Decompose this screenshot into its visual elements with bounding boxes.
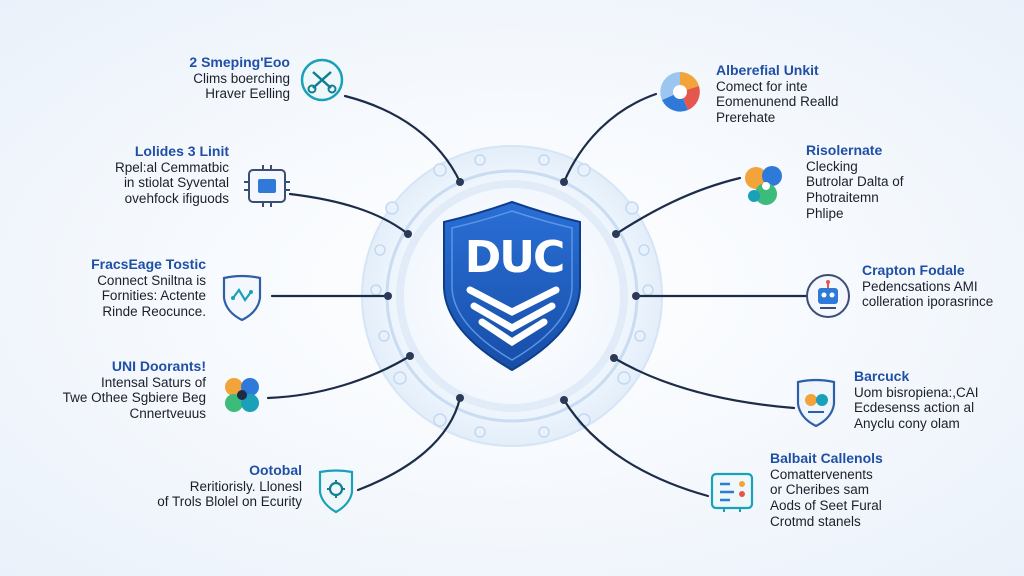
node-title: Lolides 3 Linit	[134, 143, 229, 159]
hub-glow-ring	[396, 180, 628, 412]
node-left-2: Lolides 3 Linit Rpel:al Cemmatbic in sti…	[115, 143, 229, 207]
node-right-4: Barcuck Uom bisropiena:,CAI Ecdesenss ac…	[854, 368, 979, 432]
node-right-1: Alberefial Unkit Comect for inte Eomenun…	[716, 62, 838, 126]
node-line: Phlipe	[806, 206, 844, 222]
pie-chart-icon	[660, 72, 700, 112]
shield-brain-icon	[796, 378, 836, 428]
node-right-3: Crapton Fodale Pedencsations AMI collera…	[862, 262, 993, 310]
shield-gear-icon	[318, 469, 354, 514]
node-line: Twe Othee Sgbiere Beg	[62, 390, 206, 406]
circuit-board-icon	[244, 165, 290, 207]
checklist-screen-icon	[710, 472, 754, 512]
node-line: Intensal Saturs of	[100, 374, 206, 390]
node-title: Barcuck	[854, 368, 910, 384]
wire-right-5	[562, 398, 710, 498]
wire-right-1	[562, 92, 658, 184]
ring-dots	[370, 154, 654, 438]
node-title: Ootobal	[249, 462, 302, 478]
node-line: Clecking	[806, 158, 858, 174]
node-title: Balbait Callenols	[770, 450, 883, 466]
node-line: or Cheribes sam	[770, 482, 870, 498]
node-title: FracsEage Tostic	[91, 256, 206, 272]
node-line: Photraitemn	[806, 190, 879, 206]
node-title: Risolernate	[806, 142, 883, 158]
node-line: Prerehate	[716, 110, 776, 126]
node-right-2: Risolernate Clecking Butrolar Dalta of P…	[806, 142, 904, 222]
node-line: Butrolar Dalta of	[806, 174, 904, 190]
node-left-3: FracsEage Tostic Connect Sniltna is Forn…	[91, 256, 206, 320]
node-line: Uom bisropiena:,CAI	[854, 384, 979, 400]
node-line: Rpel:al Cemmatbic	[114, 159, 229, 175]
node-line: Cnnertveuus	[129, 406, 206, 422]
node-title: Alberefial Unkit	[716, 62, 819, 78]
shield-label: DUC	[464, 232, 566, 283]
node-left-4: UNI Doorants! Intensal Saturs of Twe Oth…	[63, 358, 206, 422]
node-line: colleration iporasrince	[862, 294, 994, 310]
node-right-5: Balbait Callenols Comattervenents or Che…	[770, 450, 883, 530]
node-line: Fornities: Actente	[101, 288, 206, 304]
node-line: Rinde Reocunce.	[102, 304, 206, 320]
node-line: Hraver Eelling	[205, 86, 290, 102]
shield-icon	[443, 200, 581, 372]
node-line: Clims boerching	[193, 70, 290, 86]
wire-right-4	[612, 356, 796, 410]
node-title: UNI Doorants!	[111, 358, 206, 374]
node-left-5: Ootobal Reritiorisly. Llonesl of Trols B…	[157, 462, 302, 510]
node-line: Aods of Seet Fural	[770, 498, 882, 514]
node-line: Comattervenents	[770, 466, 873, 482]
node-title: 2 Smeping'Eoo	[189, 54, 290, 70]
node-line: Eomenunend Realld	[716, 94, 839, 110]
node-line: Reritiorisly. Llonesl	[189, 478, 302, 494]
node-title: Crapton Fodale	[862, 262, 965, 278]
wire-endpoints	[384, 178, 640, 404]
node-line: of Trols Blolel on Ecurity	[157, 494, 302, 510]
people-puzzle-icon	[745, 166, 782, 205]
node-line: in stiolat Syvental	[123, 175, 229, 191]
scissors-icon	[300, 58, 344, 102]
node-left-1: 2 Smeping'Eoo Clims boerching Hraver Eel…	[189, 54, 290, 102]
node-line: Anyclu cony olam	[854, 416, 960, 432]
node-line: ovehfock ifiguods	[124, 191, 229, 207]
puzzle-cluster-icon	[225, 378, 259, 412]
wire-left-4	[266, 354, 412, 400]
node-line: Crotmd stanels	[770, 514, 861, 530]
robot-circle-icon	[806, 274, 850, 318]
wire-left-2	[288, 192, 410, 236]
wire-right-2	[614, 176, 742, 236]
node-line: Pedencsations AMI	[862, 278, 978, 294]
shield-network-icon	[222, 274, 262, 322]
wire-left-5	[356, 396, 462, 492]
wire-left-1	[343, 94, 462, 184]
node-line: Connect Sniltna is	[97, 272, 206, 288]
node-line: Ecdesenss action al	[854, 400, 975, 416]
node-line: Comect for inte	[716, 78, 808, 94]
